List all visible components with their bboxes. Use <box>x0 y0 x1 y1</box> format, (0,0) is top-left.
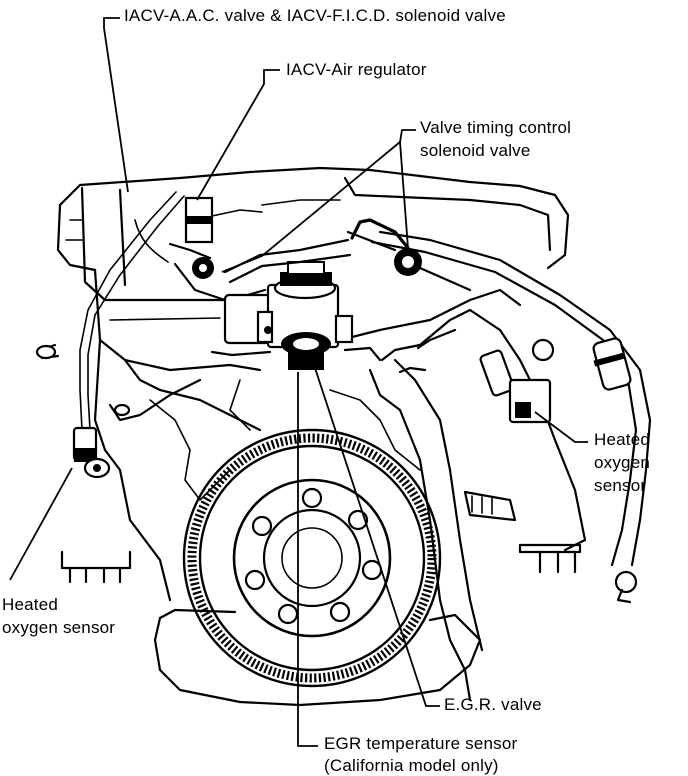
label-iacv-aac-ficd: IACV-A.A.C. valve & IACV-F.I.C.D. soleno… <box>124 6 506 25</box>
engine-block <box>35 166 570 707</box>
label-heated-o2-right-line3: sensor <box>594 476 647 495</box>
exhaust-right <box>368 308 587 702</box>
label-heated-o2-right-line1: Heated <box>594 430 651 449</box>
label-iacv-air-regulator: IACV-Air regulator <box>286 60 427 79</box>
iacv-air-regulator <box>168 196 263 279</box>
label-egr-valve: E.G.R. valve <box>444 695 542 714</box>
harness-right <box>370 230 652 604</box>
label-heated-o2-left-line2: oxygen sensor <box>2 618 116 637</box>
valve-timing-solenoid <box>346 218 472 292</box>
flywheel <box>182 428 442 688</box>
heated-oxygen-sensor-left <box>72 191 185 479</box>
label-valve-timing-line2: solenoid valve <box>420 141 531 160</box>
leader-lines <box>9 17 588 747</box>
intake-assembly <box>210 261 382 370</box>
label-valve-timing-line1: Valve timing control <box>420 118 572 137</box>
label-heated-o2-left-line1: Heated <box>2 595 59 614</box>
label-heated-o2-right-line2: oxygen <box>594 453 651 472</box>
label-egr-temp-line1: EGR temperature sensor <box>324 734 518 753</box>
label-egr-temp-line2: (California model only) <box>324 756 499 775</box>
